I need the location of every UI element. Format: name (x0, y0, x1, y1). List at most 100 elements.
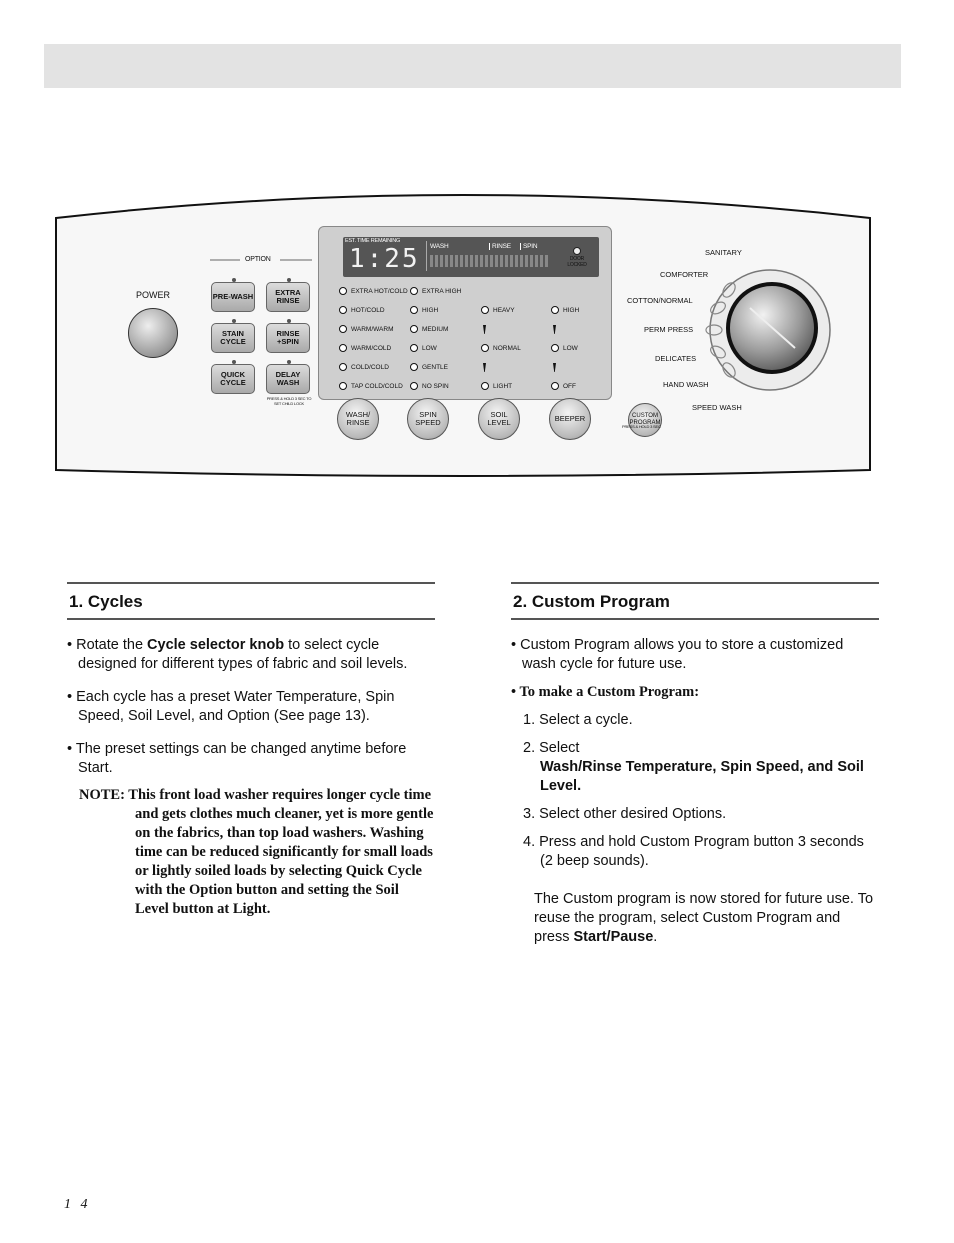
pre-wash-button[interactable]: PRE-WASH (211, 282, 255, 312)
power-button[interactable] (128, 308, 178, 358)
spin-speed-option: EXTRA HIGH (422, 288, 462, 295)
page-number: 1 4 (64, 1197, 91, 1212)
spin-speed-option: HIGH (422, 307, 439, 314)
section-custom-program: 2. Custom Program • Custom Program allow… (511, 582, 879, 947)
control-panel-illustration: POWER OPTION PRE-WASH EXTRA RINSE STAIN … (50, 190, 876, 482)
wash-temp-option: COLD/COLD (351, 364, 389, 371)
wash-temp-led (339, 306, 347, 314)
spin-speed-option: GENTLE (422, 364, 449, 371)
custom-bullet-1: • Custom Program allows you to store a c… (511, 637, 844, 672)
option-led (232, 360, 236, 364)
spin-speed-led (410, 287, 418, 295)
soil-level-led (481, 306, 489, 314)
cycle-label-comforter: COMFORTER (660, 270, 709, 279)
beeper-dropper (553, 325, 556, 334)
status-wash: WASH (430, 243, 449, 250)
option-led (287, 360, 291, 364)
spin-speed-led (410, 325, 418, 333)
beeper-option: OFF (563, 383, 576, 390)
bullet-text: • Rotate the (67, 637, 148, 653)
cycles-bullet-1: • Rotate the Cycle selector knob to sele… (67, 636, 435, 674)
beeper-led (551, 382, 559, 390)
spin-speed-led (410, 344, 418, 352)
cycle-label-sanitary: SANITARY (705, 248, 742, 257)
wash-temp-led (339, 363, 347, 371)
door-locked-label: DOOR LOCKED (567, 256, 587, 268)
lcd-screen: EST. TIME REMAINING 1:25 WASH RINSE SPIN (343, 237, 599, 277)
quick-cycle-button[interactable]: QUICK CYCLE (211, 364, 255, 394)
custom-step-3: 3. Select other desired Options. (523, 806, 727, 822)
stain-cycle-button[interactable]: STAIN CYCLE (211, 323, 255, 353)
custom-step-1: 1. Select a cycle. (523, 712, 633, 728)
section-title: 2. Custom Program (511, 582, 879, 620)
soil-level-option: HEAVY (493, 307, 515, 314)
soil-level-option: LIGHT (493, 383, 513, 390)
custom-program-button[interactable]: CUSTOM PROGRAM (628, 403, 662, 437)
display-panel: EST. TIME REMAINING 1:25 WASH RINSE SPIN… (318, 226, 612, 400)
wash-temp-led (339, 287, 347, 295)
time-readout: 1:25 (349, 244, 420, 274)
spin-speed-option: NO SPIN (422, 383, 449, 390)
option-led (287, 319, 291, 323)
beeper-option: LOW (563, 345, 578, 352)
cycles-bullet-2: • Each cycle has a preset Water Temperat… (67, 689, 395, 724)
note-text: . (653, 929, 658, 945)
note-text: The Custom program is now stored for fut… (534, 891, 874, 945)
header-bar (44, 44, 901, 88)
soil-level-led (481, 344, 489, 352)
wash-rinse-button[interactable]: WASH/ RINSE (337, 398, 379, 440)
cycle-label-speed-wash: SPEED WASH (692, 403, 742, 412)
custom-subhead: • To make a Custom Program: (511, 684, 700, 700)
section-cycles: 1. Cycles • Rotate the Cycle selector kn… (67, 582, 435, 919)
step-bold: Wash/Rinse Temperature, Spin Speed, and … (540, 759, 864, 794)
option-led (232, 278, 236, 282)
cycles-note: NOTE: This front load washer requires lo… (79, 787, 434, 917)
rinse-spin-button[interactable]: RINSE +SPIN (266, 323, 310, 353)
wash-temp-led (339, 344, 347, 352)
spin-speed-led (410, 363, 418, 371)
beeper-led (551, 344, 559, 352)
beeper-button[interactable]: BEEPER (549, 398, 591, 440)
extra-rinse-button[interactable]: EXTRA RINSE (266, 282, 310, 312)
custom-program-note: PRESS & HOLD 3 SEC (622, 424, 661, 429)
wash-temp-option: HOT/COLD (351, 307, 385, 314)
wash-temp-option: WARM/WARM (351, 326, 394, 333)
wash-temp-option: WARM/COLD (351, 345, 392, 352)
wash-temp-option: TAP COLD/COLD (351, 383, 403, 390)
spin-speed-button[interactable]: SPIN SPEED (407, 398, 449, 440)
option-led (287, 278, 291, 282)
note-bold: Start/Pause (573, 929, 654, 945)
soil-level-led (481, 382, 489, 390)
custom-step-4: 4. Press and hold Custom Program button … (523, 834, 864, 869)
soil-level-option: NORMAL (493, 345, 521, 352)
delay-wash-button[interactable]: DELAY WASH (266, 364, 310, 394)
cycles-bullet-3: • The preset settings can be changed any… (67, 741, 407, 776)
status-spin: SPIN (520, 243, 538, 250)
bullet-bold: Cycle selector knob (147, 637, 285, 653)
cycle-label-perm-press: PERM PRESS (644, 325, 694, 334)
option-label: OPTION (245, 256, 271, 263)
section-title: 1. Cycles (67, 582, 435, 620)
spin-speed-led (410, 306, 418, 314)
beeper-option: HIGH (563, 307, 580, 314)
status-rinse: RINSE (489, 243, 511, 250)
door-locked-indicator (573, 247, 581, 255)
bullet-text: to select cycle designed for different t… (78, 637, 408, 672)
step-text: 2. Select (523, 740, 580, 756)
power-label: POWER (136, 290, 171, 300)
beeper-led (551, 306, 559, 314)
child-lock-note: PRESS & HOLD 3 SEC TO SET CHILD LOCK (266, 396, 312, 406)
wash-temp-led (339, 382, 347, 390)
cycle-label-hand-wash: HAND WASH (663, 380, 709, 389)
soil-level-dropper (483, 325, 486, 334)
progress-area: WASH RINSE SPIN (426, 241, 548, 271)
spin-speed-led (410, 382, 418, 390)
time-remaining-label: EST. TIME REMAINING (345, 238, 401, 244)
soil-level-button[interactable]: SOIL LEVEL (478, 398, 520, 440)
cycle-label-cotton-normal: COTTON/NORMAL (627, 296, 693, 305)
progress-segments (430, 255, 548, 267)
custom-stored-note: The Custom program is now stored for fut… (534, 890, 879, 947)
option-led (232, 319, 236, 323)
wash-temp-option: EXTRA HOT/COLD (351, 288, 408, 295)
